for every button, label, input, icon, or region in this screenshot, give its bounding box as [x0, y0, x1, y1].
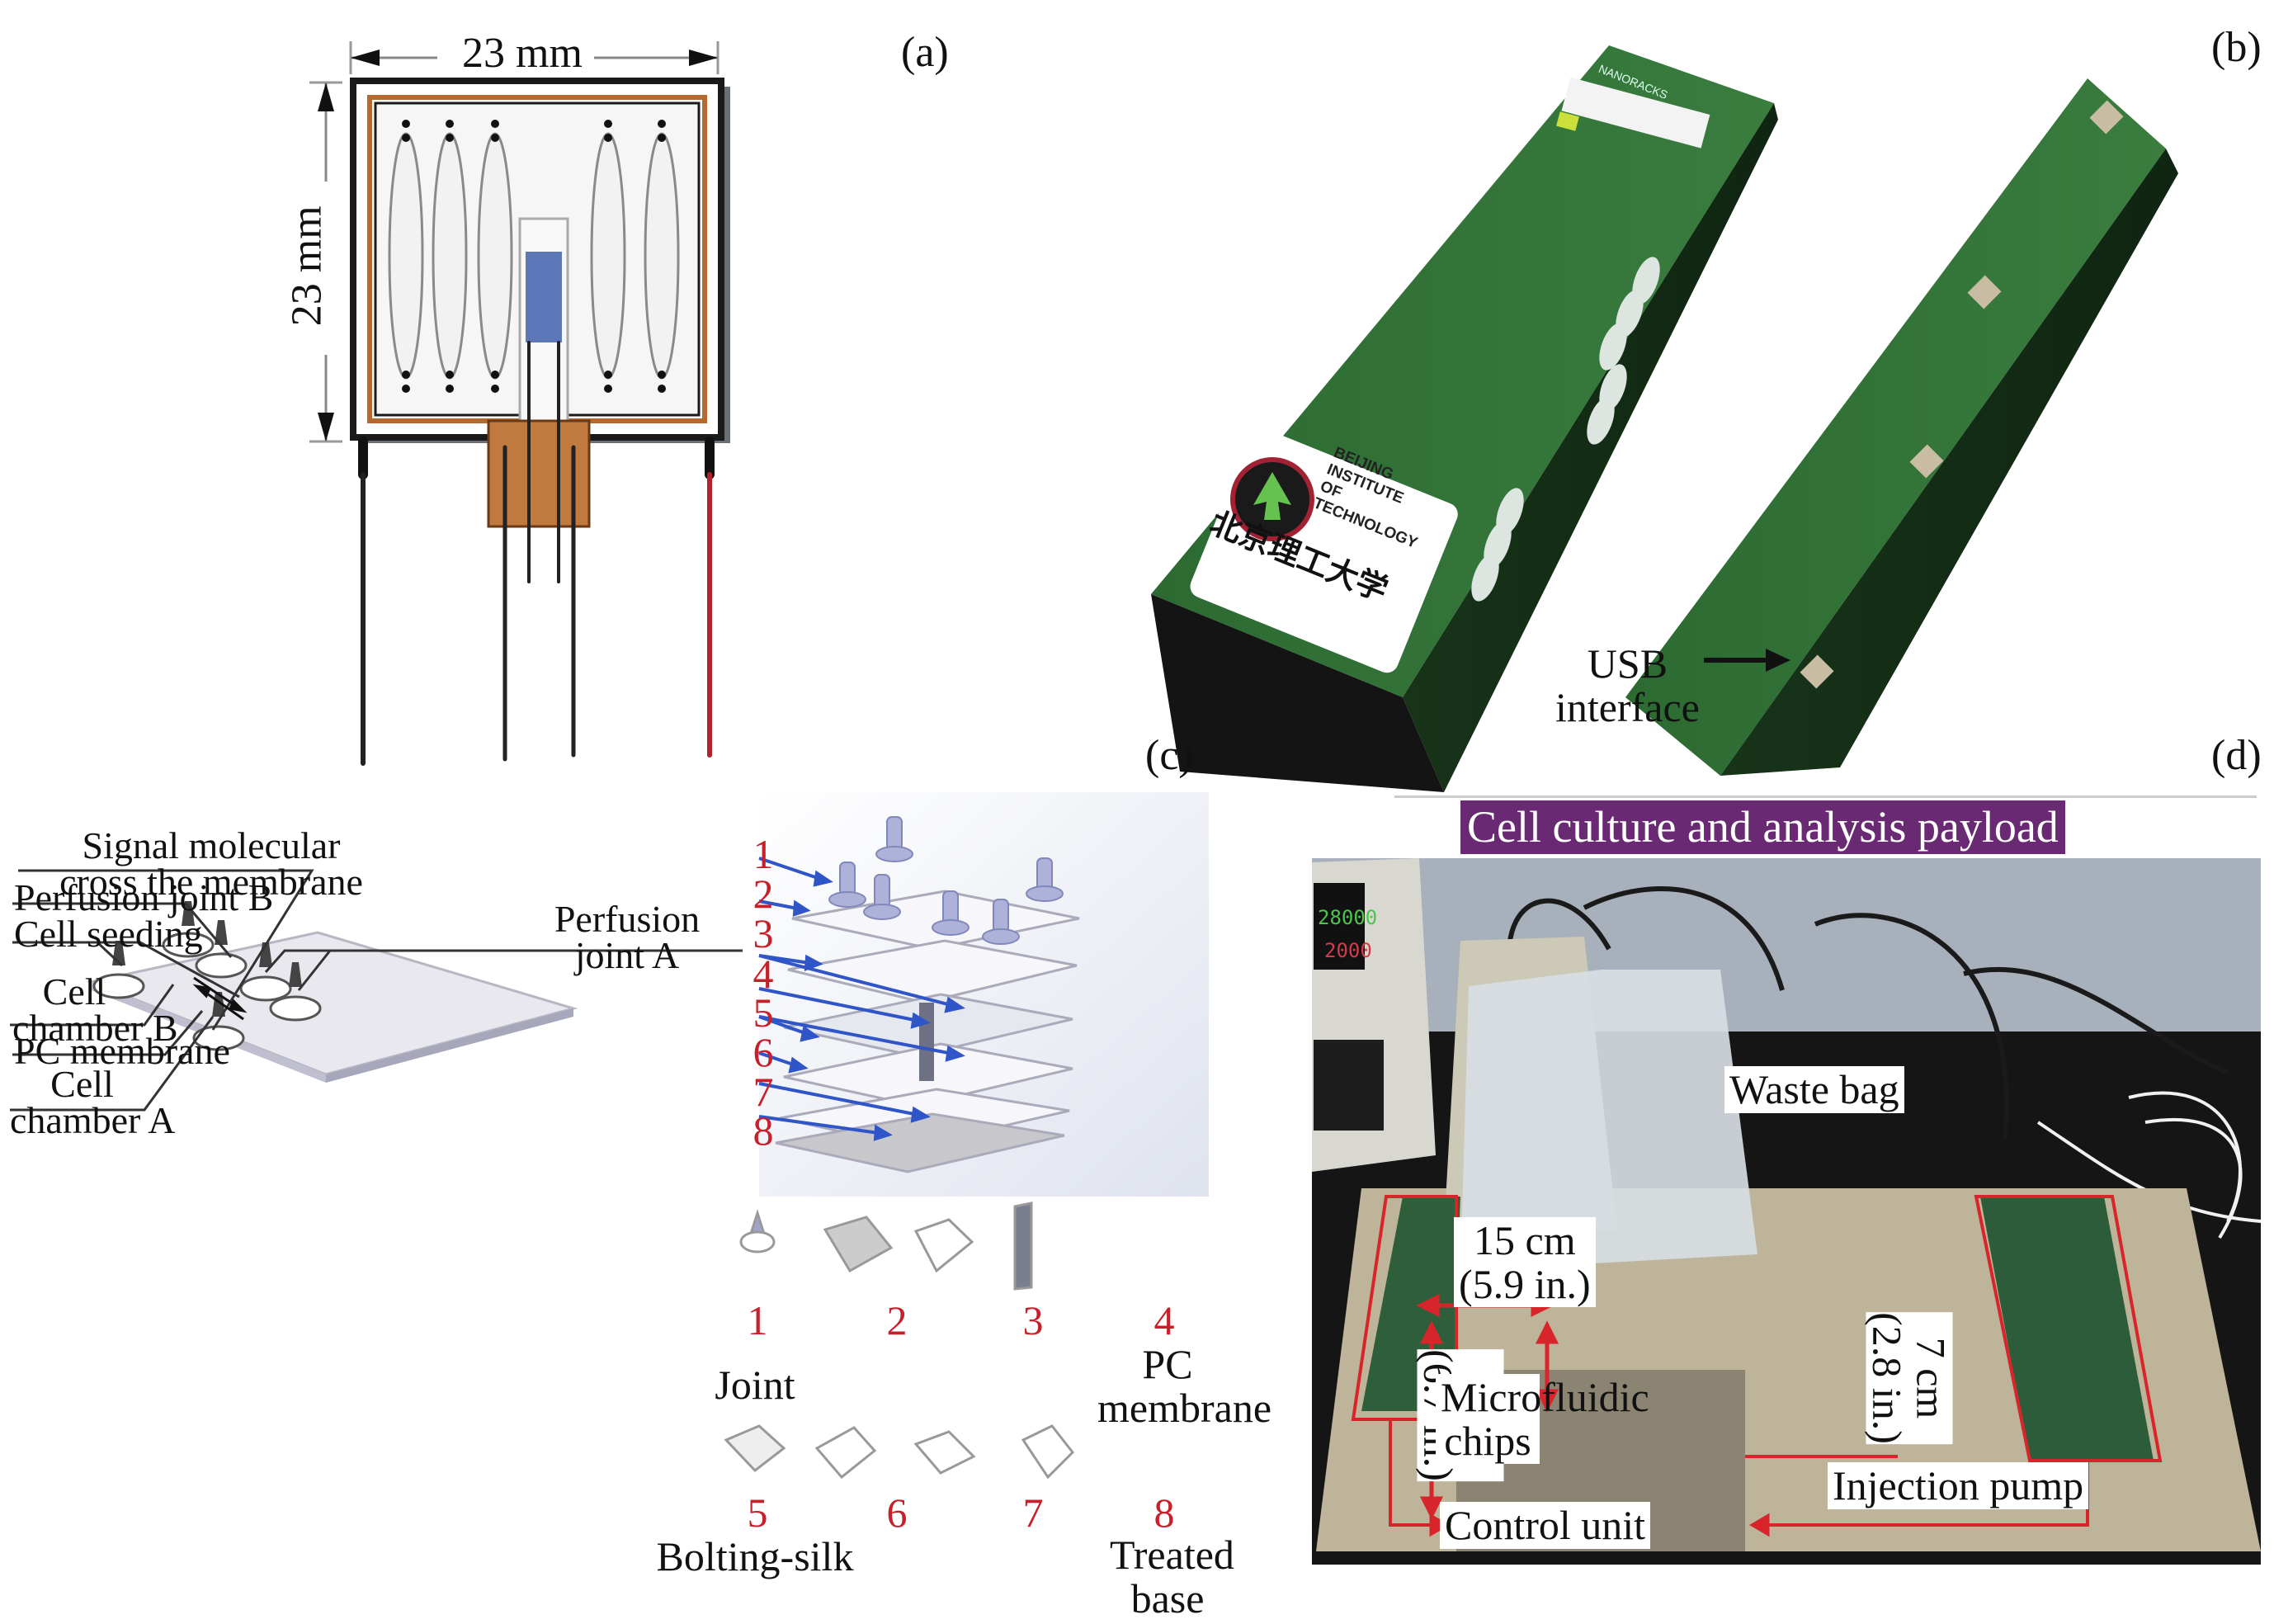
- chip-isometric-diagram: [10, 869, 743, 1112]
- thermoelectric-module-diagram: [309, 41, 730, 766]
- part-number: 3: [1022, 1297, 1044, 1343]
- layer-number: 4: [752, 951, 774, 997]
- bit-emblem-tree: [1253, 472, 1291, 520]
- usb-label-line: USB: [1587, 640, 1668, 687]
- callout-signal-molecular: Signal molecular cross the membrane: [54, 824, 368, 903]
- callout-line: Cell: [42, 970, 106, 1013]
- nanoracks-sticker: [1561, 77, 1710, 149]
- callout-line: chamber A: [10, 1098, 176, 1141]
- label-line: chips: [1444, 1417, 1531, 1464]
- injection-pump-label: Injection pump: [1828, 1462, 2089, 1509]
- psu-current-readout: 2000: [1324, 939, 1372, 962]
- chip-joints: [92, 901, 322, 1051]
- callout-line: Signal molecular: [82, 824, 341, 866]
- callout-cell-chamber-a: Cell chamber A: [10, 1063, 176, 1141]
- layer-number: 8: [752, 1107, 774, 1154]
- panel-label-b: (b): [2211, 24, 2262, 71]
- waste-bag-label: Waste bag: [1724, 1066, 1904, 1113]
- psu-voltage-readout: 28000: [1318, 906, 1377, 929]
- box-right: [1625, 78, 2178, 776]
- callout-perfusion-joint-b: Perfusion joint B: [14, 876, 274, 918]
- width-dimension-line: [349, 41, 719, 74]
- dim-line: 15 cm: [1474, 1217, 1576, 1263]
- layer-arrows: [758, 857, 966, 1141]
- layer-number: 3: [752, 910, 774, 956]
- psu-lower-display: [1314, 1040, 1384, 1131]
- nanoracks-sticker-tag: [1556, 111, 1579, 131]
- filaments: [388, 132, 680, 380]
- part-name-treated-base: Treated base: [1102, 1533, 1234, 1620]
- height-dimension-line: [309, 81, 342, 443]
- callout-pc-membrane: PC membrane: [14, 1030, 230, 1072]
- layer-number: 7: [752, 1069, 774, 1115]
- control-unit-label: Control unit: [1440, 1502, 1651, 1549]
- usb-interface-label: USB interface: [1555, 642, 1700, 729]
- temperature-sensor-element: [526, 252, 562, 342]
- callout-line: joint A: [574, 933, 680, 976]
- right-pcb: [1980, 1197, 2154, 1461]
- layer-number: 5: [752, 989, 774, 1036]
- usb-label-line: interface: [1555, 683, 1700, 730]
- layer-number: 1: [752, 831, 774, 877]
- width-dimension-label: 15 cm (5.9 in.): [1454, 1217, 1596, 1307]
- label-line: Microfluidic: [1441, 1376, 1649, 1419]
- filament-terminals: [402, 120, 666, 393]
- part-number: 6: [886, 1489, 908, 1536]
- payload-boxes-photo: [1151, 45, 2178, 792]
- payload-title-banner: Cell culture and analysis payload: [1460, 800, 2065, 854]
- part-number: 8: [1154, 1489, 1175, 1536]
- psu-display: [1314, 883, 1365, 970]
- part-number: 7: [1022, 1489, 1044, 1536]
- dim-line: 7 cm: [1908, 1337, 1955, 1419]
- panel-label-d: (d): [2211, 732, 2262, 779]
- dim-line: (5.9 in.): [1459, 1260, 1591, 1307]
- parts-thumbnails: [724, 1201, 1074, 1480]
- width-dimension-label: 23 mm: [462, 30, 583, 77]
- highlight-outlines: [1351, 1195, 2163, 1527]
- part-number: 2: [886, 1297, 908, 1343]
- callout-cell-seeding: Cell seeding: [14, 913, 203, 955]
- callout-line: Cell: [50, 1063, 114, 1105]
- callout-line: Perfusion: [554, 898, 701, 940]
- callout-leader-lines: [10, 869, 743, 1112]
- right-dimension-label: 7 cm (2.8 in.): [1865, 1312, 1955, 1444]
- chip-base-edge-right: [326, 1008, 573, 1083]
- layer-joints: [828, 816, 1064, 945]
- microfluidic-chips-label: Microfluidic chips: [1436, 1374, 1649, 1464]
- part-name-joint: Joint: [715, 1362, 795, 1408]
- panel-label-a: (a): [901, 29, 949, 76]
- box-left: [1151, 45, 1778, 792]
- part-number: 1: [747, 1297, 768, 1343]
- white-tubing: [2036, 1091, 2262, 1239]
- layer-number: 2: [752, 871, 774, 917]
- part-number: 5: [747, 1489, 768, 1536]
- dim-line: (2.8 in.): [1865, 1312, 1911, 1444]
- callout-perfusion-joint-a: Perfusion joint A: [545, 898, 710, 976]
- part-name-bolting-silk: Bolting-silk: [656, 1533, 854, 1579]
- usb-arrow: [1704, 649, 1790, 672]
- callout-line: cross the membrane: [59, 860, 363, 903]
- panel-label-c: (c): [1145, 732, 1193, 779]
- part-number: 4: [1154, 1297, 1175, 1343]
- waste-bag: [1460, 970, 1757, 1271]
- layer-number: 6: [752, 1029, 774, 1075]
- part-name-text: Treated base: [1110, 1532, 1234, 1622]
- diffusion-arrows: [192, 976, 248, 1021]
- leads: [358, 341, 715, 766]
- panel-rule: [1394, 795, 2257, 798]
